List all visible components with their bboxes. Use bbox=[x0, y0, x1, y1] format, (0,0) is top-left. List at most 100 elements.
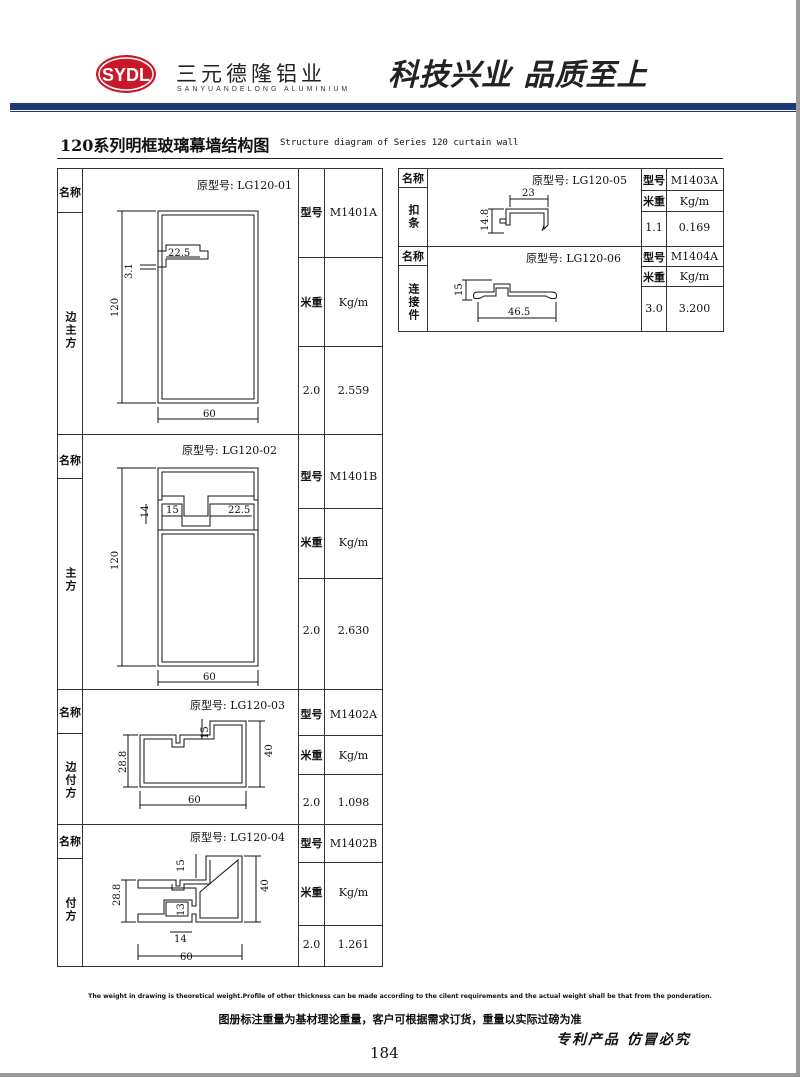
name-divider bbox=[398, 265, 428, 266]
model-value: M1402A bbox=[329, 707, 378, 721]
weight-unit: Kg/m bbox=[679, 270, 710, 283]
row-divider bbox=[57, 689, 383, 690]
profile-drawing-lg120-03: 15 28.8 40 60 bbox=[118, 719, 275, 809]
weight-value: 0.169 bbox=[678, 220, 711, 234]
profile-name: 主方 bbox=[64, 567, 77, 593]
original-model: 原型号: LG120-05 bbox=[532, 174, 628, 187]
dim-label: 22.5 bbox=[228, 505, 250, 516]
weight-note-cn: 图册标注重量为基材理论重量，客户可根据需求订货，重量以实际过磅为准 bbox=[218, 1013, 582, 1026]
name-header: 名称 bbox=[402, 172, 424, 185]
name-header: 名称 bbox=[59, 835, 81, 848]
model-label: 型号 bbox=[300, 837, 323, 850]
model-value: M1402B bbox=[329, 836, 378, 850]
profile-name: 边主方 bbox=[64, 310, 77, 350]
spec-divider bbox=[298, 257, 382, 258]
col-divider bbox=[324, 168, 325, 966]
name-divider bbox=[398, 187, 428, 188]
name-divider bbox=[57, 733, 83, 734]
original-model: 原型号: LG120-01 bbox=[197, 179, 293, 192]
model-label: 型号 bbox=[643, 174, 665, 187]
name-divider bbox=[57, 858, 83, 859]
col-divider bbox=[427, 168, 428, 331]
spec-divider bbox=[641, 266, 723, 267]
weight-unit: Kg/m bbox=[338, 885, 369, 899]
profile-drawing-lg120-02: 14 15 22.5 120 60 bbox=[110, 467, 259, 686]
thickness: 2.0 bbox=[302, 383, 321, 397]
profile-drawing-lg120-04: 15 28.8 40 13 14 60 bbox=[112, 854, 271, 963]
weight-value: 3.200 bbox=[678, 301, 711, 315]
weight-note-en: The weight in drawing is theoretical wei… bbox=[88, 993, 712, 1000]
dim-label: 40 bbox=[260, 879, 271, 892]
dim-label: 28.8 bbox=[112, 884, 123, 906]
col-divider bbox=[641, 168, 642, 331]
brand-name-cn: 三元德隆铝业 bbox=[176, 63, 326, 86]
dim-label: 23 bbox=[522, 188, 535, 199]
thickness: 2.0 bbox=[302, 623, 321, 637]
thickness: 2.0 bbox=[302, 937, 321, 951]
patent-notice: 专利产品 仿冒必究 bbox=[556, 1032, 691, 1048]
col-divider bbox=[82, 168, 83, 966]
spec-divider bbox=[298, 862, 382, 863]
profile-name: 付方 bbox=[64, 897, 77, 923]
page-frame-right bbox=[796, 0, 800, 1077]
profile-drawing-lg120-05: 23 14.8 bbox=[480, 188, 549, 234]
col-divider bbox=[298, 168, 299, 966]
weight-unit: Kg/m bbox=[338, 535, 369, 549]
weight-label: 米重 bbox=[300, 749, 323, 762]
spec-divider bbox=[641, 211, 723, 212]
spec-divider bbox=[298, 578, 382, 579]
spec-divider bbox=[641, 286, 723, 287]
spec-divider bbox=[298, 735, 382, 736]
model-label: 型号 bbox=[300, 206, 323, 219]
weight-value: 1.261 bbox=[337, 937, 370, 951]
model-value: M1404A bbox=[670, 250, 719, 263]
weight-label: 米重 bbox=[643, 270, 665, 284]
row-divider bbox=[57, 824, 383, 825]
weight-unit: Kg/m bbox=[338, 295, 369, 309]
dim-label: 22.5 bbox=[168, 248, 190, 259]
header-rule-thin bbox=[10, 111, 796, 112]
dim-label: 15 bbox=[166, 505, 179, 516]
title-rule bbox=[57, 158, 723, 159]
page-title-en: Structure diagram of Series 120 curtain … bbox=[280, 138, 519, 148]
spec-divider bbox=[298, 346, 382, 347]
dim-label: 15 bbox=[200, 726, 211, 739]
weight-label: 米重 bbox=[643, 195, 665, 208]
model-label: 型号 bbox=[300, 470, 323, 483]
dim-label: 60 bbox=[203, 409, 216, 420]
dim-label: 60 bbox=[188, 795, 201, 806]
original-model: 原型号: LG120-04 bbox=[190, 831, 286, 844]
original-model: 原型号: LG120-06 bbox=[526, 252, 622, 265]
row-divider bbox=[57, 434, 383, 435]
dim-label: 120 bbox=[110, 298, 121, 317]
dim-label: 120 bbox=[110, 551, 121, 570]
profile-drawing-lg120-06: 15 46.5 bbox=[454, 279, 557, 322]
dim-label: 15 bbox=[454, 283, 465, 296]
model-value: M1401A bbox=[329, 205, 378, 219]
spec-divider bbox=[641, 190, 723, 191]
dim-label: 46.5 bbox=[508, 307, 530, 318]
row-divider bbox=[398, 246, 724, 247]
original-model: 原型号: LG120-03 bbox=[190, 699, 286, 712]
dim-label: 28.8 bbox=[118, 751, 129, 773]
weight-unit: Kg/m bbox=[679, 194, 710, 208]
name-header: 名称 bbox=[59, 706, 81, 719]
thickness: 2.0 bbox=[302, 795, 321, 809]
name-header: 名称 bbox=[59, 454, 81, 467]
name-header: 名称 bbox=[59, 186, 81, 199]
spec-divider bbox=[298, 508, 382, 509]
page-title: 120系列明框玻璃幕墙结构图 bbox=[60, 136, 270, 155]
dim-label: 60 bbox=[203, 672, 216, 683]
dim-label: 14 bbox=[174, 934, 187, 945]
model-value: M1401B bbox=[329, 469, 378, 483]
right-table bbox=[398, 168, 724, 332]
header-rule bbox=[10, 103, 796, 110]
slogan: 科技兴业 品质至上 bbox=[388, 58, 648, 93]
weight-label: 米重 bbox=[300, 886, 323, 899]
dim-label: 14.8 bbox=[480, 209, 491, 231]
logo-text: SYDL bbox=[102, 65, 150, 85]
dim-label: 15 bbox=[176, 859, 187, 872]
name-header: 名称 bbox=[402, 250, 424, 263]
profile-name: 扣条 bbox=[407, 204, 420, 230]
col-divider bbox=[666, 168, 667, 331]
